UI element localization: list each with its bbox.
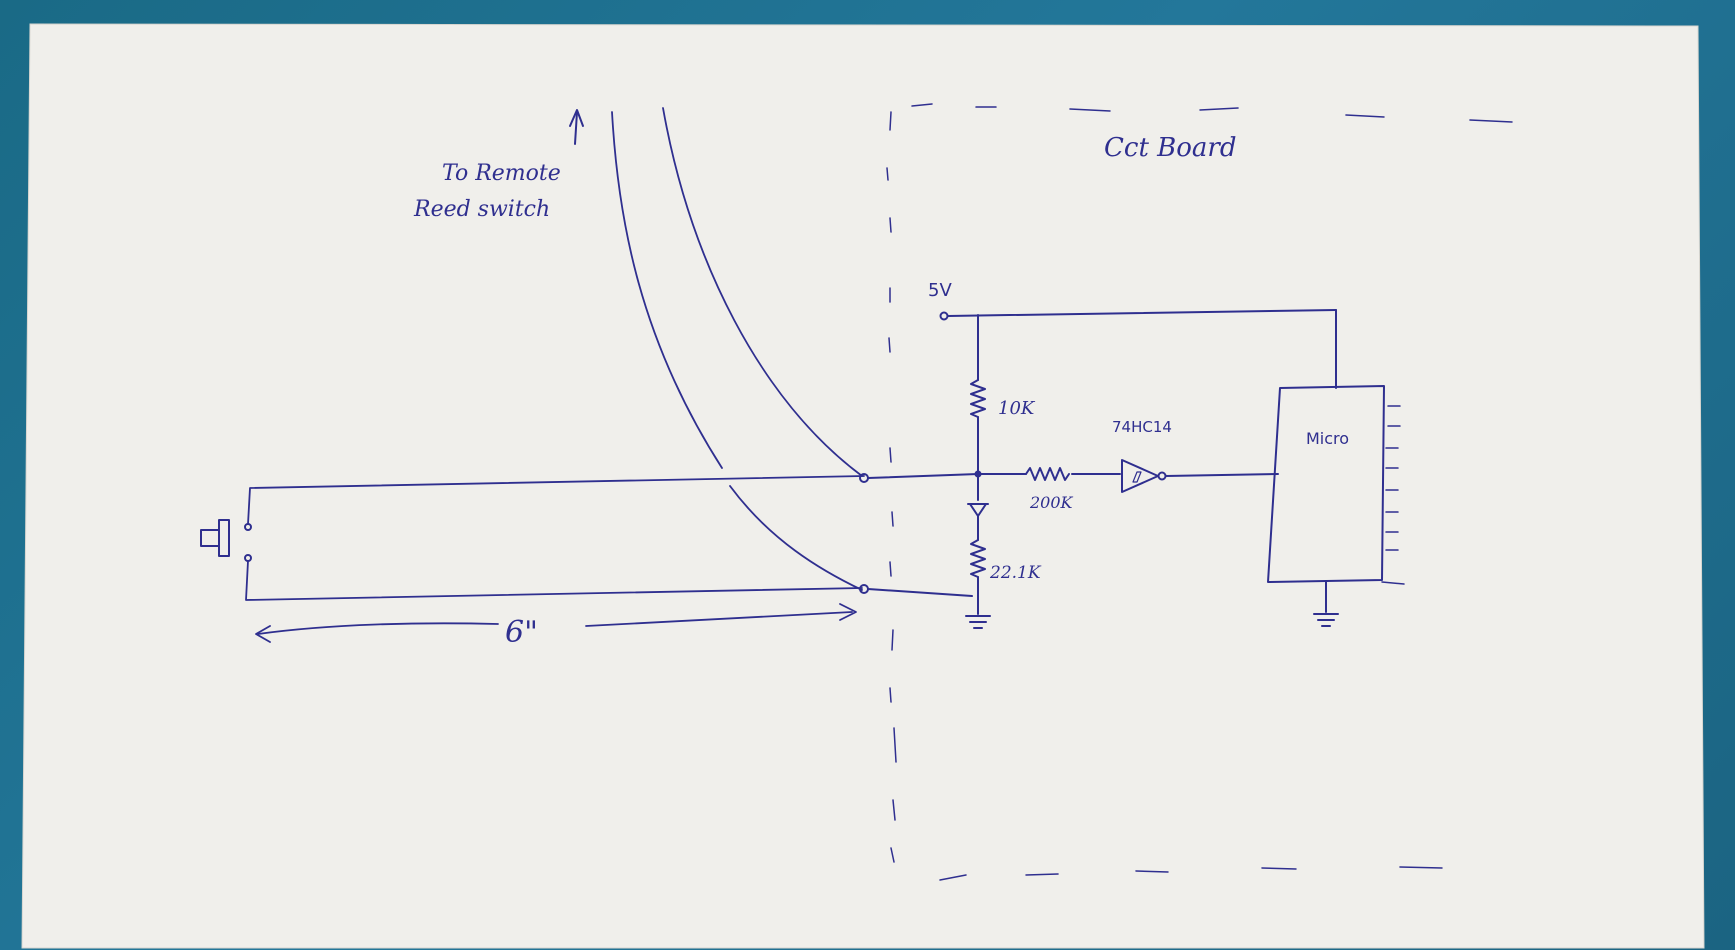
- schmitt-inverter-icon: [1121, 459, 1167, 493]
- ic-label: 74HC14: [1112, 418, 1172, 436]
- supply-rail: [947, 309, 1337, 389]
- paper-sheet: [22, 24, 1704, 948]
- pulldown-resistor-label: 22.1K: [989, 563, 1042, 583]
- board-label: Cct Board: [1104, 133, 1237, 163]
- series-resistor-label: 200K: [1029, 493, 1074, 512]
- remote-note-line2: Reed switch: [413, 197, 550, 222]
- microcontroller-label: Micro: [1306, 429, 1349, 448]
- up-arrow-icon: [569, 109, 584, 145]
- board-boundary-bottom: [939, 866, 1443, 881]
- switch-wiring: [245, 475, 865, 601]
- ground-return-wire: [867, 588, 973, 597]
- remote-note-line1: To Remote: [442, 161, 561, 186]
- microcontroller: [1267, 385, 1385, 583]
- paper-shade: [21, 23, 1705, 949]
- series-resistor: [1025, 467, 1070, 481]
- distance-arrow: [255, 603, 857, 643]
- pullup-resistor: [970, 379, 986, 418]
- pulldown-resistor: [970, 539, 986, 578]
- output-wire: [1165, 473, 1279, 477]
- board-boundary-vertical: [886, 111, 897, 863]
- board-ground-icon: [965, 615, 991, 629]
- pullup-resistor-label: 10K: [998, 398, 1036, 419]
- distance-label: 6": [505, 615, 538, 650]
- signal-node: [867, 416, 1027, 501]
- supply-label: 5V: [928, 280, 952, 301]
- remote-cable: [611, 107, 863, 591]
- board-boundary-top: [911, 103, 1513, 123]
- micro-ground-icon: [1313, 580, 1339, 627]
- diode-icon: [967, 503, 989, 541]
- junction-dot: [974, 470, 982, 478]
- micro-pins: [1381, 405, 1405, 585]
